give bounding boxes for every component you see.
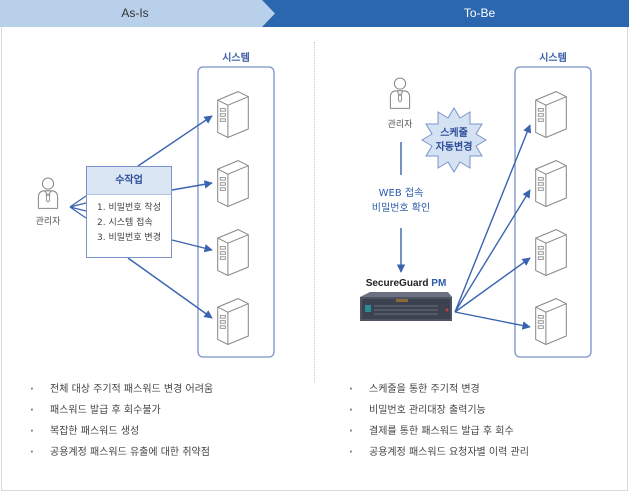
asis-arrows <box>127 115 213 319</box>
asis-server-icon <box>217 91 249 345</box>
appliance-model: PM <box>431 278 447 289</box>
web-access-line1: WEB 접속 <box>378 188 424 199</box>
list-item: 패스워드 발급 후 회수불가 <box>30 400 213 421</box>
tobe-server-icon <box>535 91 567 345</box>
manual-step: 1. 비밀번호 작성 <box>97 203 161 213</box>
appliance-brand: SecureGuard PM <box>346 278 466 289</box>
tobe-system-title: 시스템 <box>539 53 567 64</box>
tobe-arrows <box>454 124 532 330</box>
schedule-badge-line2: 자동변경 <box>435 142 473 153</box>
manual-work-title: 수작업 <box>87 167 171 195</box>
tobe-admin-label: 관리자 <box>387 120 413 130</box>
manual-work-box: 수작업 1. 비밀번호 작성 2. 시스템 접속 3. 비밀번호 변경 <box>86 166 172 258</box>
comparison-header: As-Is To-Be <box>0 0 629 27</box>
web-access-label: WEB 접속 비밀번호 확인 <box>351 186 451 216</box>
list-item: 결제를 통한 패스워드 발급 후 회수 <box>349 421 529 442</box>
list-item: 복잡한 패스워드 생성 <box>30 421 213 442</box>
asis-header-label: As-Is <box>121 6 149 20</box>
appliance-brand-name: SecureGuard <box>365 278 429 289</box>
list-item: 공용계정 패스워드 유출에 대한 취약점 <box>30 442 213 463</box>
schedule-badge-line1: 스케줄 <box>440 128 468 139</box>
asis-admin-connector <box>69 195 87 219</box>
tobe-header-label: To-Be <box>463 6 496 20</box>
tobe-header-band <box>262 0 629 27</box>
asis-admin-label: 관리자 <box>35 217 61 227</box>
schedule-starburst-icon <box>421 107 487 173</box>
tobe-admin-person-icon <box>389 77 411 109</box>
asis-issue-list: 전체 대상 주기적 패스워드 변경 어려움 패스워드 발급 후 회수불가 복잡한… <box>30 379 213 463</box>
manual-step: 2. 시스템 접속 <box>97 218 153 228</box>
web-access-line2: 비밀번호 확인 <box>371 203 431 214</box>
tobe-benefit-list: 스케줄을 통한 주기적 변경 비밀번호 관리대장 출력기능 결제를 통한 패스워… <box>349 379 529 463</box>
manual-work-steps: 1. 비밀번호 작성 2. 시스템 접속 3. 비밀번호 변경 <box>87 195 171 246</box>
list-item: 비밀번호 관리대장 출력기능 <box>349 400 529 421</box>
manual-step: 3. 비밀번호 변경 <box>97 233 161 243</box>
asis-admin-person-icon <box>37 177 59 209</box>
section-divider <box>314 42 315 382</box>
secureguard-appliance-icon <box>360 292 452 321</box>
content-frame <box>1 27 628 491</box>
list-item: 스케줄을 통한 주기적 변경 <box>349 379 529 400</box>
asis-system-title: 시스템 <box>222 53 250 64</box>
list-item: 전체 대상 주기적 패스워드 변경 어려움 <box>30 379 213 400</box>
asis-system-container <box>197 66 275 358</box>
tobe-system-container <box>514 66 592 358</box>
schedule-badge-text: 스케줄 자동변경 <box>424 127 484 155</box>
list-item: 공용계정 패스워드 요청자별 이력 관리 <box>349 442 529 463</box>
